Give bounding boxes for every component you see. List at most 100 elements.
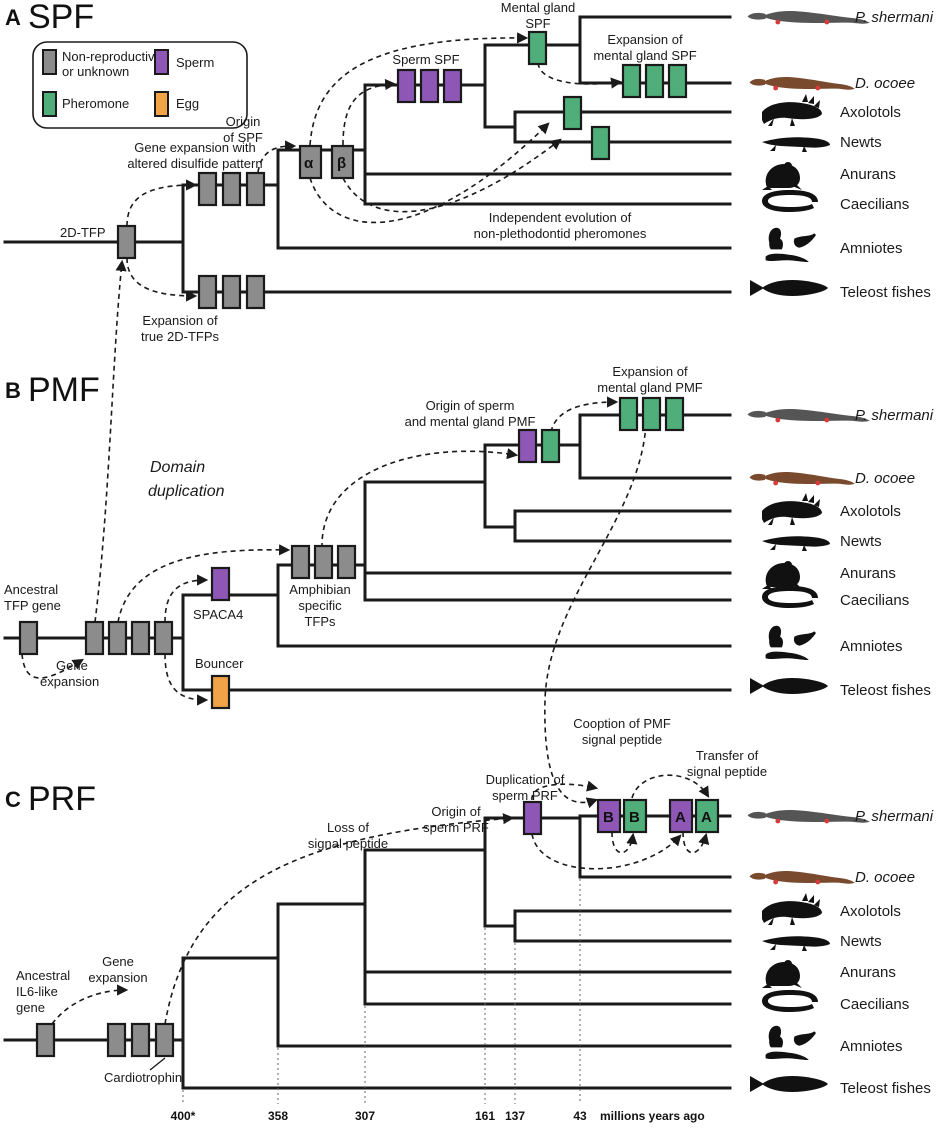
species-c-anurans: Anurans: [840, 964, 896, 981]
c-ancestral-1: Ancestral: [16, 968, 70, 983]
a-exp-true-2: true 2D-TFPs: [141, 329, 220, 344]
b-coopt-1: Cooption of PMF: [573, 716, 671, 731]
b-amph-1: Amphibian: [289, 582, 350, 597]
a-indep-1: Independent evolution of: [489, 210, 632, 225]
box-b-amph-1: [290, 544, 311, 580]
b-origin-1: Origin of sperm: [426, 398, 515, 413]
arrow-a-true-exp: [126, 257, 198, 302]
b-ancestral-1: Ancestral: [4, 582, 58, 597]
panel-a-name: SPF: [28, 0, 94, 36]
species-c-ocoee: D. ocoee: [855, 869, 915, 886]
species-c-caecilians: Caecilians: [840, 996, 909, 1013]
box-c-b-ph: [622, 798, 648, 834]
silhouette-a-caecilians: [762, 190, 818, 212]
b-domain-2: duplication: [148, 483, 225, 500]
cardio-leader: [149, 1057, 166, 1071]
tree-c: [3, 814, 732, 1090]
tick-label-43: 43: [573, 1109, 587, 1123]
species-c-newts: Newts: [840, 933, 882, 950]
species-a-shermani: P. shermani: [855, 9, 934, 26]
legend-sperm: Sperm: [176, 55, 214, 70]
box-b-ph: [540, 428, 561, 464]
box-c-b-sperm: [596, 798, 622, 834]
arrow-c-b-b: [611, 831, 638, 854]
arrow-c-a-a: [682, 831, 710, 854]
silhouette-c-ocoee: [749, 871, 855, 884]
a-gene-exp-1: Gene expansion with: [134, 140, 255, 155]
spot-b-shermani-0: [775, 417, 781, 423]
box-a-2dtfp: [116, 224, 137, 260]
box-a-expm-1: [621, 63, 642, 99]
box-b-bouncer: [210, 674, 231, 710]
box-b-ancestral: [18, 620, 39, 656]
a-mental-2: SPF: [525, 16, 550, 31]
tick-label-161: 161: [475, 1109, 495, 1123]
c-ancestral-2: IL6-like: [16, 984, 58, 999]
box-b-amph-2: [313, 544, 334, 580]
spot-a-shermani-0: [775, 19, 781, 25]
boxes-c: [35, 798, 720, 1058]
species-b-newts: Newts: [840, 533, 882, 550]
panel-a-letter: A: [5, 5, 21, 30]
box-c-a-sperm: [668, 798, 694, 834]
arrow-a-gene-exp: [126, 179, 198, 227]
legend-egg: Egg: [176, 96, 199, 111]
arrow-b-origin: [321, 448, 519, 549]
arrow-b-gene-exp: [21, 653, 84, 679]
box-a-true-1: [197, 274, 218, 310]
spot-c-ocoee-1: [815, 879, 821, 885]
a-exp-true-1: Expansion of: [142, 313, 218, 328]
silhouette-b-teleost: [750, 678, 828, 694]
species-b-teleost: Teleost fishes: [840, 682, 931, 699]
silhouette-b-shermani: [747, 409, 870, 422]
c-dup-2: sperm PRF: [492, 788, 558, 803]
box-b-expm-1: [618, 396, 639, 432]
panel-c-name: PRF: [28, 780, 96, 818]
b-coopt-2: signal peptide: [582, 732, 662, 747]
arrow-c-loss: [164, 813, 515, 1025]
silhouette-a-axolotls: [762, 94, 822, 126]
b-amph-2: specific: [298, 598, 342, 613]
c-transfer-2: signal peptide: [687, 764, 767, 779]
species-a-anurans: Anurans: [840, 166, 896, 183]
box-b-amph-3: [336, 544, 357, 580]
box-a-axo-ph: [562, 95, 583, 131]
b-domain-1: Domain: [150, 459, 205, 476]
box-a-sperm-2: [419, 68, 440, 104]
box-c-cardio: [154, 1022, 175, 1058]
c-b2-label: B: [629, 809, 640, 826]
panel-b-name: PMF: [28, 371, 100, 409]
c-origin-1: Origin of: [431, 804, 481, 819]
spot-c-ocoee-0: [773, 879, 779, 885]
a-mental-1: Mental gland: [501, 0, 575, 15]
box-c-sperm: [522, 800, 543, 836]
box-a-expm-3: [667, 63, 688, 99]
arrow-c-dup: [531, 780, 599, 801]
c-a2-label: A: [701, 809, 712, 826]
c-b1-label: B: [603, 809, 614, 826]
species-a-axolotls: Axolotols: [840, 104, 901, 121]
box-c-exp-1: [106, 1022, 127, 1058]
c-ancestral-3: gene: [16, 1000, 45, 1015]
silhouette-c-newts: [762, 936, 830, 951]
box-a-beta: [330, 144, 355, 180]
a-origin-2: of SPF: [223, 130, 263, 145]
box-a-alpha: [298, 144, 323, 180]
species-c-axolotls: Axolotols: [840, 903, 901, 920]
arrow-domain-dup: [94, 259, 127, 623]
arrow-a-indep-2: [342, 138, 562, 213]
b-spaca4: SPACA4: [193, 607, 243, 622]
box-b-expm-2: [641, 396, 662, 432]
boxes-a: [116, 30, 688, 310]
silhouette-a-newts: [762, 137, 830, 152]
species-c-shermani: P. shermani: [855, 808, 934, 825]
b-gene-exp-2: expansion: [40, 674, 99, 689]
spot-c-shermani-1: [824, 818, 830, 824]
species-a-ocoee: D. ocoee: [855, 75, 915, 92]
box-a-exp-1: [197, 171, 218, 207]
silhouette-a-ocoee: [749, 77, 855, 90]
silhouette-c-axolotls: [762, 893, 822, 925]
box-b-exp-2: [107, 620, 128, 656]
box-a-true-2: [221, 274, 242, 310]
